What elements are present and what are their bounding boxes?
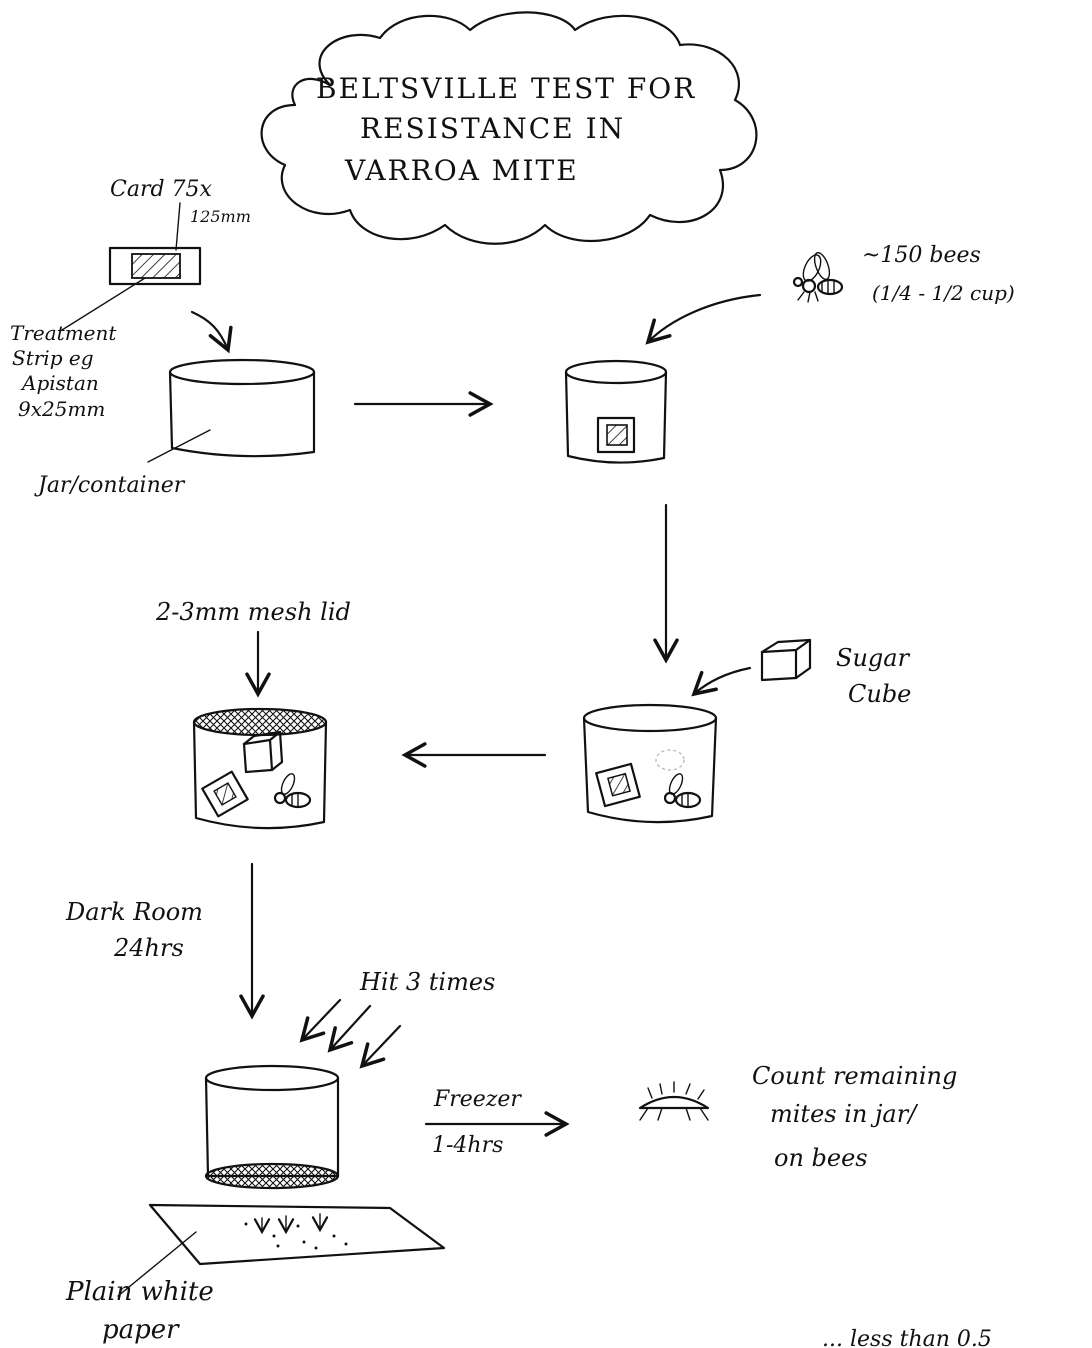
- inverted-jar: [204, 1064, 340, 1190]
- treatment-strip-icon: [131, 253, 181, 279]
- treatment-label-3: Apistan: [20, 371, 99, 395]
- bees-volume-label: (1/4 - 1/2 cup): [872, 281, 1015, 305]
- sugar-cube-icon: [760, 638, 812, 682]
- treatment-strip-label: Treatment Strip eg Apistan 9x25mm: [10, 321, 117, 421]
- paper-label-1: Plain white: [65, 1277, 214, 1307]
- title-line-3: VARROA MITE: [344, 154, 579, 187]
- bees-count-label: ~150 bees: [862, 243, 981, 268]
- title-cloud: BELTSVILLE TEST FOR RESISTANCE IN VARROA…: [260, 11, 758, 245]
- title-line-1: BELTSVILLE TEST FOR: [316, 72, 696, 105]
- count-label-1: Count remaining: [752, 1062, 957, 1090]
- jar-with-strip: [564, 359, 668, 464]
- count-label-2: mites in jar/: [770, 1100, 919, 1128]
- dark-room-duration: 24hrs: [113, 934, 184, 962]
- hit-arrow-3: [359, 1024, 402, 1069]
- jar-with-sugar-and-bees: [582, 703, 718, 824]
- varroa-mite-icon: [638, 1081, 710, 1121]
- sugar-label-1: Sugar: [836, 644, 911, 672]
- footer-note: ... less than 0.5: [822, 1327, 992, 1348]
- arrow-bees-into-jar: [645, 293, 762, 345]
- dark-room-label: Dark Room: [65, 898, 203, 926]
- treatment-label-2: Strip eg: [12, 346, 94, 370]
- bee-icon: [792, 251, 844, 303]
- hit-arrow-1: [299, 998, 342, 1043]
- arrow-sugar-into-jar: [691, 666, 752, 697]
- card-label-1: Card 75x: [110, 177, 213, 202]
- card-label-2: 125mm: [190, 207, 251, 226]
- white-paper: [117, 1203, 446, 1297]
- jar-label: Jar/container: [34, 473, 186, 498]
- freezer-label: Freezer: [433, 1087, 522, 1112]
- hit-arrow-2: [327, 1004, 372, 1053]
- treatment-label-1: Treatment: [10, 321, 117, 345]
- card-with-strip: Card 75x 125mm: [61, 177, 251, 354]
- count-label-3: on bees: [774, 1144, 868, 1172]
- empty-jar: Jar/container: [34, 358, 316, 498]
- sugar-label-2: Cube: [848, 680, 911, 708]
- mesh-lid-label: 2-3mm mesh lid: [155, 598, 351, 626]
- paper-label-2: paper: [102, 1315, 180, 1345]
- hit-label: Hit 3 times: [359, 968, 495, 996]
- jar-with-mesh-lid: [192, 707, 328, 830]
- treatment-label-4: 9x25mm: [18, 397, 105, 421]
- freezer-duration: 1-4hrs: [432, 1133, 503, 1158]
- title-line-2: RESISTANCE IN: [360, 112, 625, 145]
